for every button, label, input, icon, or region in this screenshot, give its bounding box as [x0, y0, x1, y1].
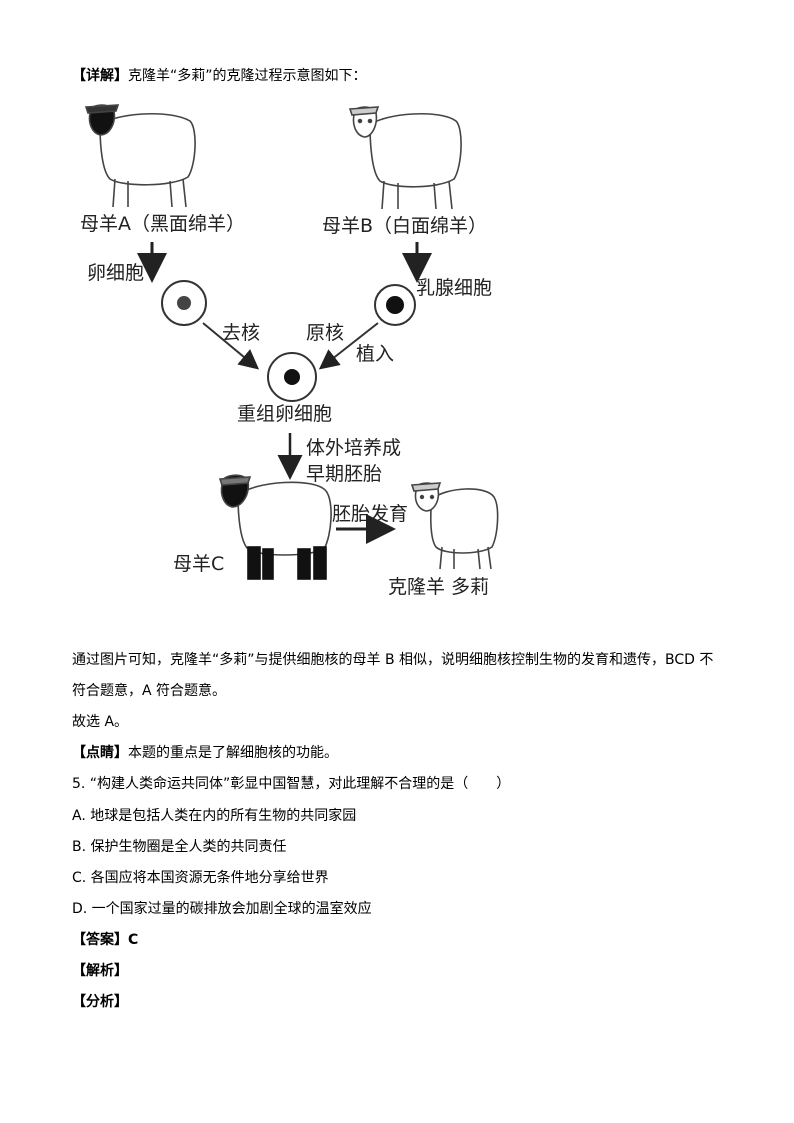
diagram-drawing — [84, 104, 499, 580]
option-a: A. 地球是包括人类在内的所有生物的共同家园 — [72, 808, 357, 824]
dolly-label: 克隆羊 多莉 — [388, 576, 490, 598]
choose-line: 故选 A。 — [72, 714, 129, 730]
cloning-diagram: 母羊A（黑面绵羊） 母羊B（白面绵羊） 卵细胞 乳腺细胞 去核 原核 植入 重组… — [60, 95, 520, 610]
comment-text: 本题的重点是了解细胞核的功能。 — [128, 745, 338, 761]
implant-label: 植入 — [356, 343, 395, 365]
comment-tag: 【点睛】 — [72, 745, 128, 761]
dolly-sheep-icon — [410, 482, 499, 570]
culture-label-line2: 早期胚胎 — [306, 463, 383, 485]
option-c: C. 各国应将本国资源无条件地分享给世界 — [72, 870, 329, 886]
answer-value: C — [128, 932, 139, 948]
question-stem: 5. “构建人类命运共同体”彰显中国智慧，对此理解不合理的是（ ） — [72, 776, 511, 792]
sheep-c-icon — [218, 474, 332, 580]
sheep-b-label: 母羊B（白面绵羊） — [322, 215, 488, 237]
analysis-tag: 【解析】 — [72, 963, 128, 979]
nucleus-label: 原核 — [306, 322, 345, 344]
paragraph1-line1: 通过图片可知，克隆羊“多莉”与提供细胞核的母羊 B 相似，说明细胞核控制生物的发… — [72, 652, 714, 668]
remove-nucleus-label: 去核 — [222, 322, 261, 344]
sheep-b-icon — [348, 106, 462, 210]
intro-text: 克隆羊“多莉”的克隆过程示意图如下： — [128, 68, 367, 84]
intro-tag: 【详解】 — [72, 68, 128, 84]
sheep-a-label: 母羊A（黑面绵羊） — [80, 213, 245, 235]
option-d: D. 一个国家过量的碳排放会加剧全球的温室效应 — [72, 901, 372, 917]
answer-line: 【答案】C — [72, 930, 138, 950]
sheep-c-label: 母羊C — [173, 553, 225, 575]
intro-line: 【详解】克隆羊“多莉”的克隆过程示意图如下： — [72, 66, 367, 86]
option-b: B. 保护生物圈是全人类的共同责任 — [72, 839, 287, 855]
recombined-egg-label: 重组卵细胞 — [237, 403, 333, 425]
paragraph1-line2: 符合题意，A 符合题意。 — [72, 683, 227, 699]
fenxi-tag: 【分析】 — [72, 994, 128, 1010]
answer-tag: 【答案】 — [72, 932, 128, 948]
comment-line: 【点睛】本题的重点是了解细胞核的功能。 — [72, 743, 338, 763]
sheep-a-icon — [84, 104, 196, 208]
recombined-egg-icon — [267, 352, 317, 402]
embryo-development-label: 胚胎发育 — [332, 503, 409, 525]
egg-cell-label: 卵细胞 — [87, 262, 145, 284]
mammary-cell-label: 乳腺细胞 — [416, 277, 493, 299]
mammary-cell-icon — [374, 284, 416, 326]
egg-cell-icon — [161, 280, 207, 326]
culture-label-line1: 体外培养成 — [306, 437, 402, 459]
